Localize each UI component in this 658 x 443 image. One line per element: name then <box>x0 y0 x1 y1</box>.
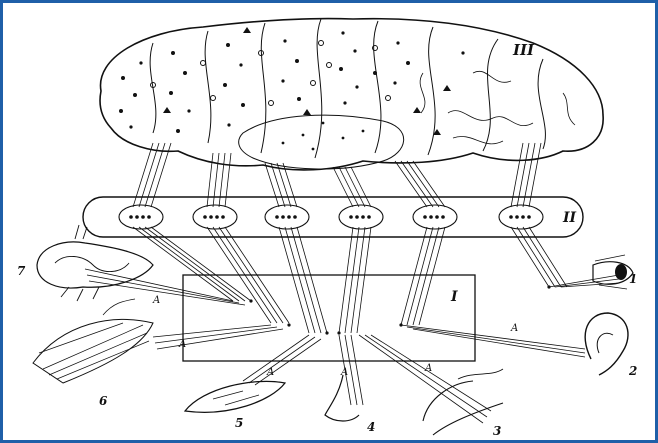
receptor-skin <box>423 369 503 435</box>
receptor-eye <box>593 255 633 289</box>
receptor-ear <box>585 313 628 375</box>
receptor-number-7: 7 <box>17 264 26 278</box>
cortex-wrinkle-4 <box>563 93 575 125</box>
sulcus-2 <box>205 31 211 143</box>
layer-one-label: I <box>450 289 458 305</box>
receptor-number-4: 4 <box>367 420 375 434</box>
cortex-triangle-cells <box>163 27 451 135</box>
cortex-cells <box>119 31 465 150</box>
relay-nuclei <box>119 205 543 229</box>
layer-two-label: II <box>562 210 577 226</box>
layer-two-outline <box>83 197 583 237</box>
cortex-label: III <box>512 41 535 59</box>
afferent-mark-3: A <box>266 367 274 378</box>
cortex-wrinkle-2 <box>453 136 503 143</box>
afferent-mark-5: A <box>424 363 432 374</box>
receptor-number-1: 1 <box>629 272 637 286</box>
afferent-mark-2: A <box>178 339 186 350</box>
receptor-muscle <box>33 299 153 383</box>
receptor-nose <box>325 375 359 421</box>
afferent-mark-4: A <box>340 367 348 378</box>
relay-nucleus-dots <box>129 215 531 219</box>
fiber-bundles <box>85 143 619 423</box>
sulcus-4 <box>315 19 322 158</box>
cortex-wrinkle-5 <box>420 73 425 113</box>
receptor-number-5: 5 <box>235 416 243 430</box>
afferent-mark-1: A <box>152 295 160 306</box>
sulcus-5 <box>374 21 381 153</box>
sulcus-7 <box>483 39 498 151</box>
receptor-number-3: 3 <box>493 424 501 438</box>
layer-two-band: II <box>83 197 583 237</box>
receptor-number-2: 2 <box>628 364 637 378</box>
receptor-tongue <box>185 381 285 412</box>
sulcus-6 <box>428 27 435 155</box>
cortex-wrinkle-3 <box>473 71 511 82</box>
receptor-number-6: 6 <box>99 394 108 408</box>
cerebral-cortex: III <box>100 18 603 169</box>
sulcus-8 <box>538 59 545 149</box>
afferent-mark-6: A <box>510 323 518 334</box>
sensory-pathways-diagram: III II I <box>3 3 655 440</box>
sulcus-3 <box>261 23 266 153</box>
